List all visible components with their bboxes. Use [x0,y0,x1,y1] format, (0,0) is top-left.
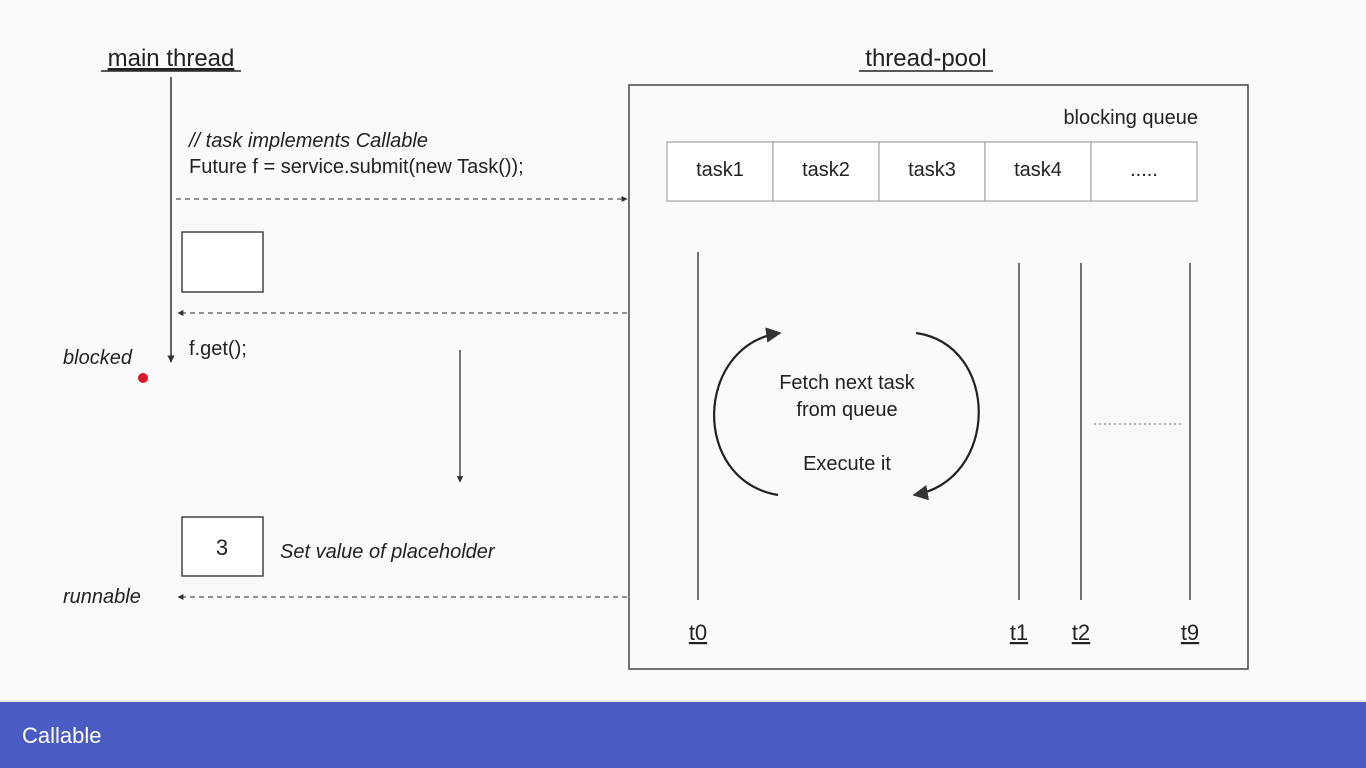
code-submit: Future f = service.submit(new Task()); [189,156,524,178]
blocking-queue-label: blocking queue [1063,107,1198,129]
placeholder-note: Set value of placeholder [280,541,496,563]
queue-cell [666,141,774,202]
queue-item: task4 [1014,159,1062,181]
footer-title: Callable [22,723,102,748]
future-placeholder-box [181,231,264,293]
blocked-indicator-dot [138,373,148,383]
callable-diagram: main thread // task implements Callable … [63,45,1249,670]
loop-text-fetch: Fetch next task [779,372,916,394]
blocking-queue: task1 task2 task3 task4 ..... [666,141,1198,202]
blocked-label: blocked [63,347,133,369]
future-value-box [181,516,264,577]
queue-cell [984,141,1092,202]
loop-text-execute: Execute it [803,453,891,475]
thread-pool-box [628,84,1249,670]
loop-arrow-right [912,331,980,501]
loop-text-from-queue: from queue [796,399,897,421]
main-thread-title: main thread [108,45,235,72]
thread-label-t2: t2 [1072,620,1090,645]
queue-item: task2 [802,159,850,181]
future-value: 3 [216,535,228,560]
queue-item: ..... [1130,159,1158,181]
thread-pool-title: thread-pool [865,45,986,72]
thread-label-t1: t1 [1010,620,1028,645]
queue-item: task3 [908,159,956,181]
code-comment: // task implements Callable [187,130,428,152]
queue-item: task1 [696,159,744,181]
loop-arrow-left [713,327,782,497]
code-get: f.get(); [189,338,247,360]
thread-label-t0: t0 [689,620,707,645]
footer-bar: Callable [0,700,1366,768]
queue-cell [1090,141,1198,202]
queue-cell [772,141,880,202]
thread-label-t9: t9 [1181,620,1199,645]
runnable-label: runnable [63,586,141,608]
